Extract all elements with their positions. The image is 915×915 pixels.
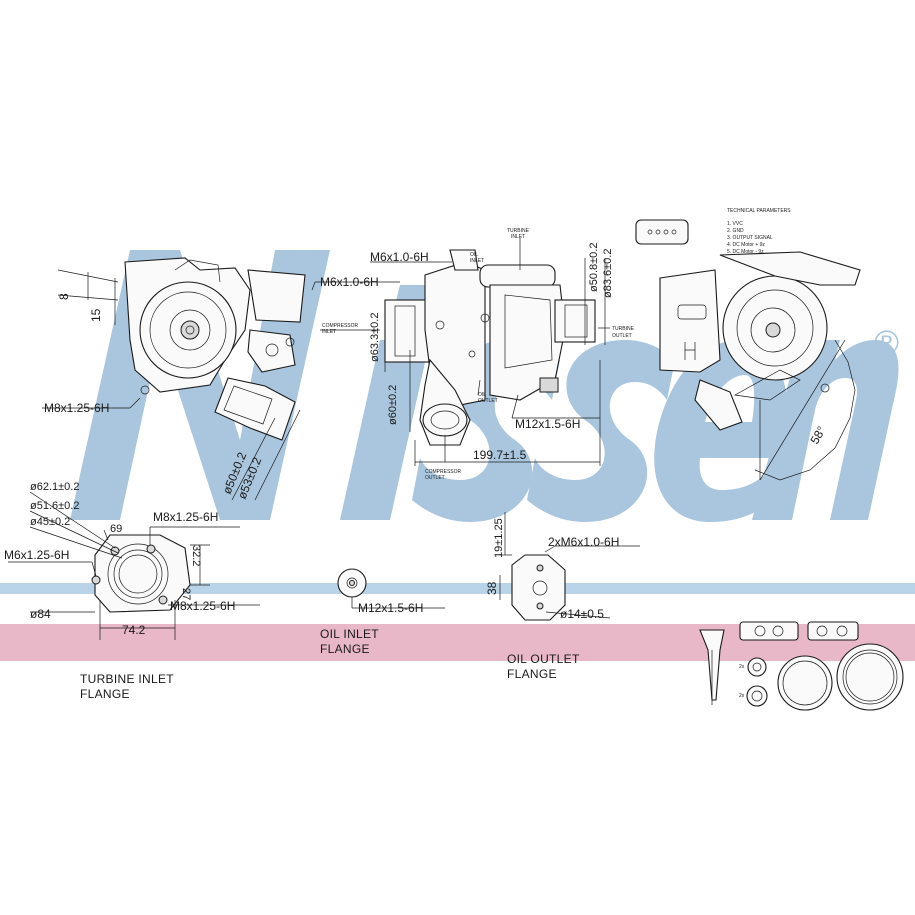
kit-2x-a: 2x — [739, 664, 745, 670]
turbine-outlet-1: TURBINE — [612, 326, 635, 332]
turbo-center-view — [320, 238, 610, 466]
dim-f-m8-top: M8x1.25-6H — [153, 510, 218, 524]
dim-oo-m6: 2xM6x1.0-6H — [548, 535, 619, 549]
dim-f-m8-bot: M8x1.25-6H — [170, 599, 235, 613]
oil-inlet-flange-2: FLANGE — [320, 642, 370, 656]
compressor-inlet-2: INLET — [322, 329, 336, 335]
dim-m6-left-top: M6x1.0-6H — [320, 275, 379, 289]
dim-oo-19: 19±1.25 — [493, 518, 505, 558]
dim-m6-center-top: M6x1.0-6H — [370, 250, 429, 264]
dim-m12-center: M12x1.5-6H — [515, 417, 580, 431]
tech-item-3: 3. OUTPUT SIGNAL — [727, 235, 773, 241]
registered-mark: ® — [874, 324, 900, 362]
gasket-kit-drawing — [699, 621, 904, 711]
oil-outlet-small-2: OUTLET — [478, 398, 498, 404]
oil-inlet-small-2: INLET — [470, 258, 484, 264]
turbine-inlet-flange-2: FLANGE — [80, 687, 130, 701]
dim-15: 15 — [89, 308, 103, 322]
turbo-left-view — [42, 257, 400, 501]
oil-inlet-small-1: OIL — [470, 252, 478, 258]
turbine-outlet-2: OUTLET — [612, 333, 632, 339]
oil-inlet-flange-1: OIL INLET — [320, 627, 379, 641]
dim-d50-8: ø50.8±0.2 — [588, 243, 600, 292]
turbine-inlet-top-2: INLET — [511, 234, 525, 240]
oil-inlet-flange-drawing — [337, 568, 445, 609]
turbine-inlet-flange-drawing — [8, 491, 260, 640]
dim-f45: ø45±0.2 — [30, 516, 70, 528]
oil-outlet-flange-1: OIL OUTLET — [507, 652, 580, 666]
dim-f32: 32.2 — [190, 545, 202, 566]
oil-outlet-flange-2: FLANGE — [507, 667, 557, 681]
turbine-inlet-flange-1: TURBINE INLET — [80, 672, 174, 686]
dim-angle58: 58° — [807, 424, 828, 447]
compressor-inlet-1: COMPRESSOR — [322, 323, 359, 329]
dim-f51: ø51.6±0.2 — [30, 500, 79, 512]
oil-outlet-small-1: OIL — [478, 392, 486, 398]
blue-band — [0, 583, 915, 594]
compressor-outlet-1: COMPRESSOR — [425, 469, 462, 475]
tech-item-5: 5. DC Motor - 9z — [727, 249, 764, 255]
dim-d83-6: ø83.6±0.2 — [602, 249, 614, 298]
dim-f69: 69 — [110, 523, 122, 535]
technical-parameters: TECHNICAL PARAMETERS 1. VVC 2. GND 3. OU… — [727, 208, 791, 255]
dim-oo-38: 38 — [485, 581, 499, 595]
dim-8: 8 — [57, 293, 71, 300]
dim-len199: 199.7±1.5 — [473, 448, 527, 462]
compressor-outlet-2: OUTLET — [425, 475, 445, 481]
dim-f-m6: M6x1.25-6H — [4, 548, 69, 562]
dim-f84: ø84 — [30, 607, 51, 621]
tech-item-2: 2. GND — [727, 228, 744, 234]
dim-d60: ø60±0.2 — [387, 385, 399, 425]
turbo-right-view — [635, 219, 861, 481]
dim-oo-14: ø14±0.5 — [560, 607, 604, 621]
dim-d63: ø63.3±0.2 — [369, 313, 381, 362]
oil-outlet-flange-drawing — [499, 512, 640, 621]
tech-item-1: 1. VVC — [727, 221, 743, 227]
turbine-inlet-top-1: TURBINE — [507, 228, 530, 234]
dim-f74: 74.2 — [122, 623, 146, 637]
kit-2x-b: 2x — [739, 693, 745, 699]
dim-oi-m12: M12x1.5-6H — [358, 601, 423, 615]
dim-m8-left: M8x1.25-6H — [44, 401, 109, 415]
dim-f62: ø62.1±0.2 — [30, 481, 79, 493]
callout-labels: TURBINE INLET TURBINE OUTLET COMPRESSOR … — [80, 228, 635, 701]
tech-title: TECHNICAL PARAMETERS — [727, 208, 791, 214]
dim-f27: 27 — [180, 588, 192, 600]
dimension-texts: 8 15 M6x1.0-6H M6x1.0-6H M8x1.25-6H ø50±… — [4, 243, 829, 699]
tech-item-4: 4. DC Motor + 9z — [727, 242, 765, 248]
